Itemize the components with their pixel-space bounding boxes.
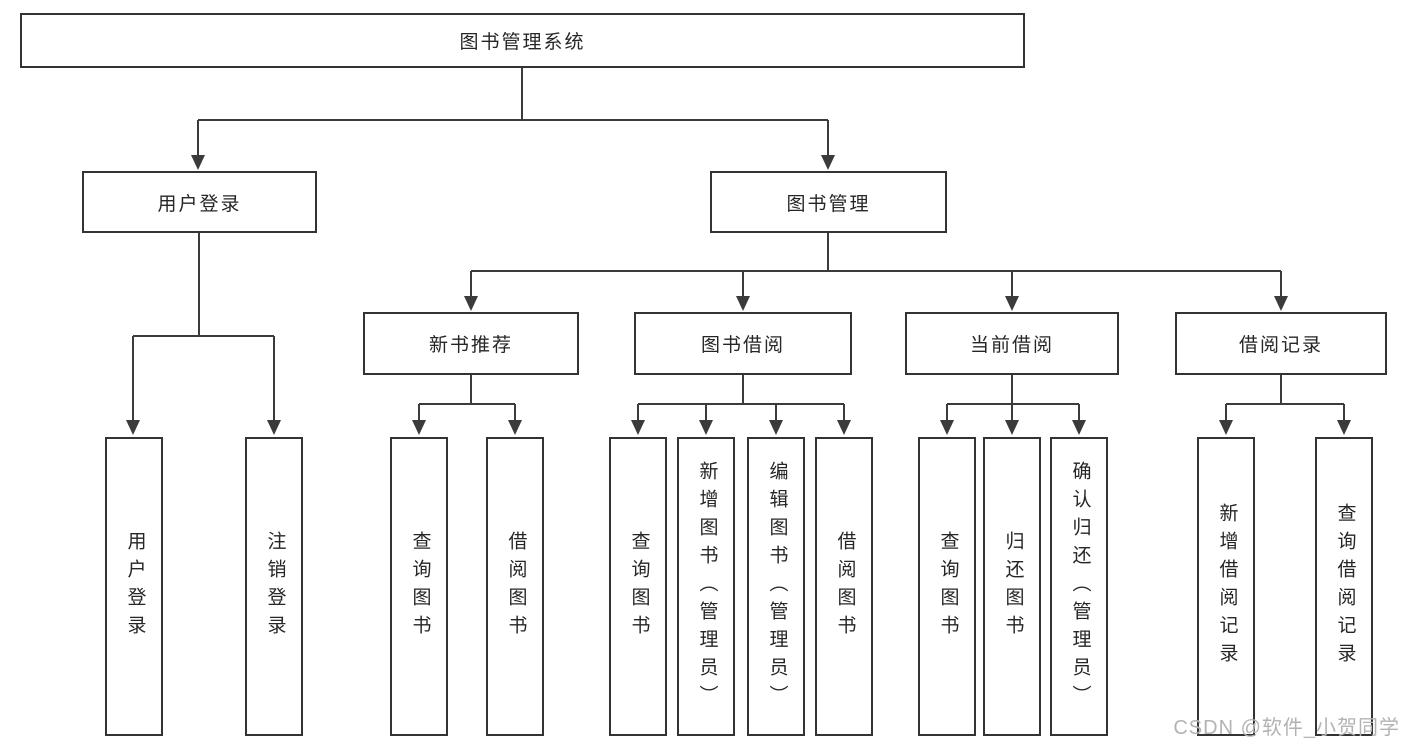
- leaf-borrow-books-label: 借阅图书: [834, 530, 856, 643]
- stem-book-borrow: [638, 375, 844, 405]
- node-borrow-records: 借阅记录: [1175, 312, 1387, 375]
- node-book-borrow-label: 图书借阅: [700, 335, 785, 356]
- node-current-borrow-label: 当前借阅: [969, 335, 1054, 356]
- node-new-book-recommend: 新书推荐: [363, 312, 579, 375]
- leaf-add-borrow-record-label: 新增借阅记录: [1216, 502, 1238, 671]
- stem-user-login: [133, 233, 274, 337]
- leaf-query-books-borrow-label: 查询图书: [628, 530, 650, 643]
- leaf-query-books-recommend-label: 查询图书: [409, 530, 431, 643]
- leaf-query-books-recommend: 查询图书: [390, 437, 448, 736]
- leaf-logout-label: 注销登录: [264, 530, 286, 643]
- node-book-borrow: 图书借阅: [634, 312, 852, 375]
- stem-new-book-recommend: [419, 375, 515, 405]
- leaf-add-borrow-record: 新增借阅记录: [1197, 437, 1255, 736]
- leaf-add-books-admin: 新增图书（管理员）: [677, 437, 735, 736]
- leaf-return-books-label: 归还图书: [1002, 530, 1024, 643]
- node-user-login: 用户登录: [82, 171, 317, 233]
- leaf-user-login-label: 用户登录: [124, 530, 146, 643]
- stem-book-management: [471, 233, 1281, 272]
- leaf-borrow-books-recommend-label: 借阅图书: [505, 530, 527, 643]
- leaf-query-borrow-record-label: 查询借阅记录: [1334, 502, 1356, 671]
- node-current-borrow: 当前借阅: [905, 312, 1119, 375]
- stem-borrow-records: [1226, 375, 1344, 405]
- leaf-query-books-current: 查询图书: [918, 437, 976, 736]
- leaf-add-books-admin-label: 新增图书（管理员）: [696, 460, 718, 713]
- node-root-label: 图书管理系统: [459, 32, 586, 53]
- leaf-logout: 注销登录: [245, 437, 303, 736]
- stem-root: [198, 68, 828, 121]
- leaf-confirm-return-admin-label: 确认归还（管理员）: [1069, 460, 1091, 713]
- leaf-query-books-borrow: 查询图书: [609, 437, 667, 736]
- leaf-return-books: 归还图书: [983, 437, 1041, 736]
- leaf-borrow-books-recommend: 借阅图书: [486, 437, 544, 736]
- leaf-user-login: 用户登录: [105, 437, 163, 736]
- node-user-login-label: 用户登录: [157, 193, 242, 215]
- leaf-edit-books-admin-label: 编辑图书（管理员）: [766, 460, 788, 713]
- leaf-edit-books-admin: 编辑图书（管理员）: [747, 437, 805, 736]
- leaf-query-borrow-record: 查询借阅记录: [1315, 437, 1373, 736]
- node-borrow-records-label: 借阅记录: [1238, 335, 1323, 356]
- leaf-query-books-current-label: 查询图书: [937, 530, 959, 643]
- leaf-borrow-books: 借阅图书: [815, 437, 873, 736]
- leaf-confirm-return-admin: 确认归还（管理员）: [1050, 437, 1108, 736]
- csdn-watermark: CSDN @软件_小贺同学: [1173, 717, 1400, 739]
- stem-current-borrow: [947, 375, 1079, 405]
- node-new-book-recommend-label: 新书推荐: [428, 335, 513, 356]
- node-book-management: 图书管理: [710, 171, 947, 233]
- node-root: 图书管理系统: [20, 13, 1025, 68]
- node-book-management-label: 图书管理: [786, 193, 871, 215]
